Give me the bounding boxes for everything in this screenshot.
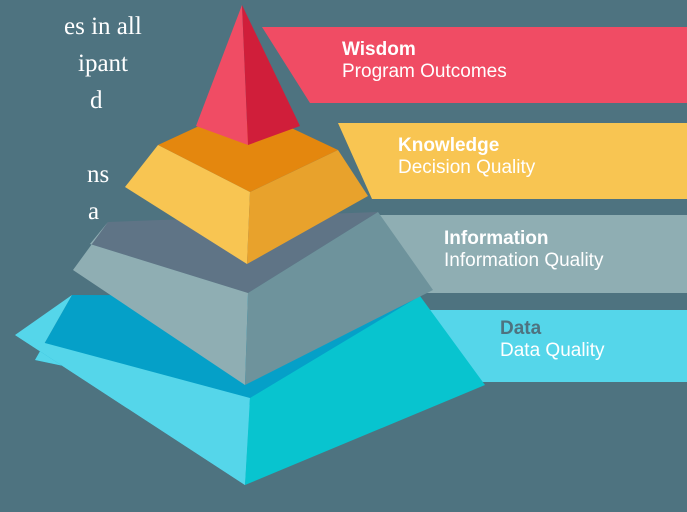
information-subtitle: Information Quality [444,250,604,271]
data-band [416,310,687,382]
knowledge-tier-top [158,120,338,192]
wisdom-tier-right [242,5,300,145]
knowledge-subtitle: Decision Quality [398,157,536,178]
knowledge-label: Knowledge Decision Quality [398,135,535,179]
data-tier-right [245,296,485,485]
wisdom-subtitle: Program Outcomes [342,61,507,82]
knowledge-title: Knowledge [398,135,500,156]
text-fragment-3: d [90,87,103,114]
information-tier-left [73,222,248,385]
data-label: Data Data Quality [500,318,605,362]
knowledge-band [338,123,687,199]
wisdom-band [262,27,687,103]
wisdom-tier-left [196,5,248,145]
knowledge-tier-right [247,150,368,264]
information-label: Information Information Quality [444,228,603,272]
knowledge-tier-left [125,145,250,264]
text-fragment-5: ns [87,161,110,188]
text-fragment-2: ipant [78,50,128,77]
data-title: Data [500,318,542,339]
data-subtitle: Data Quality [500,340,605,361]
data-tier-left-face [15,335,250,485]
wisdom-label: Wisdom Program Outcomes [342,39,507,83]
information-band [376,215,687,293]
text-fragment-6: a [88,198,100,225]
knowledge-tier [125,120,368,264]
wisdom-title: Wisdom [342,39,416,60]
information-title: Information [444,228,549,249]
text-fragment-1: es in all [64,13,142,40]
wisdom-tier [196,5,300,145]
information-tier-right [245,212,433,385]
